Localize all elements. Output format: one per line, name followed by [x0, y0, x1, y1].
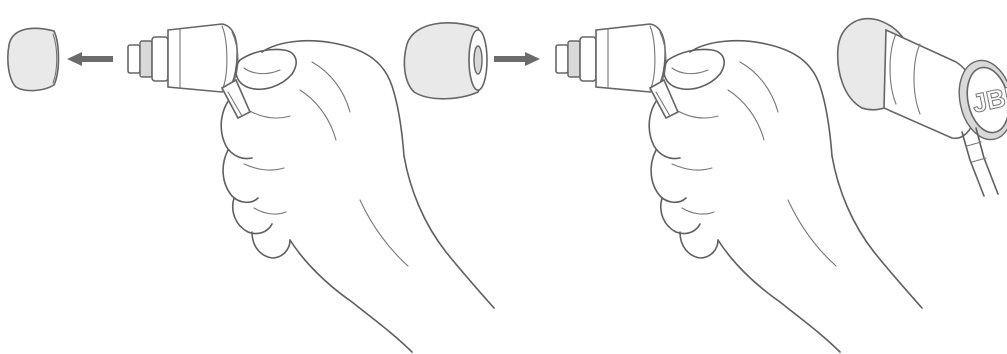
ear-tip-large — [403, 22, 488, 100]
earphone-housing-2 — [555, 23, 667, 93]
step-attach-ear-tip — [403, 22, 923, 353]
earphone-housing-1 — [127, 23, 239, 93]
ear-tip-small — [7, 27, 60, 92]
hand-illustration-2 — [648, 39, 923, 353]
arrow-right-icon — [494, 52, 540, 66]
hand-illustration-1 — [220, 39, 495, 353]
step-remove-ear-tip — [7, 23, 495, 353]
arrow-left-icon — [67, 52, 113, 66]
assembled-earphone: JBL — [836, 17, 1007, 197]
